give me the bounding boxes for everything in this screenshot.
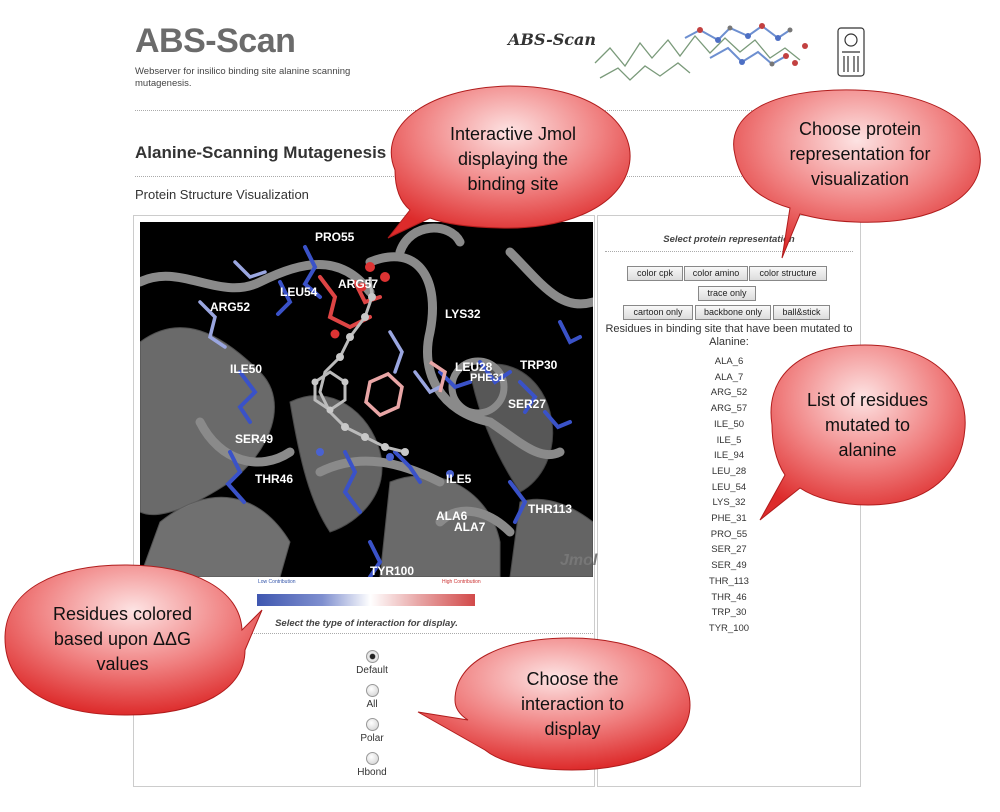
callout-representation-text: Choose protein representation for visual… [789,118,931,189]
section-title: Alanine-Scanning Mutagenesis [135,143,387,162]
callout-jmol-text: Interactive Jmol displaying the binding … [449,123,577,194]
callout-jmol-bubble [387,85,631,239]
residue-label: ARG57 [338,277,379,291]
color-structure-button[interactable]: color structure [749,266,827,281]
legend-high-label: High Contribution [442,579,481,585]
radio-label: Polar [360,733,384,744]
callout-colored-bubble [4,564,263,716]
trace-only-button[interactable]: trace only [698,286,756,301]
interaction-divider [140,633,593,634]
residue-list-item: ILE_94 [713,450,745,462]
residue-label: PRO55 [315,230,355,244]
institution-emblem-icon [837,27,865,77]
residue-list-item: ARG_52 [710,387,748,399]
residue-label: ARG52 [210,300,251,314]
visualization-label: Protein Structure Visualization [135,187,309,202]
radio-unchecked-icon[interactable] [365,684,379,697]
residue-list-item: PHE_31 [711,513,747,525]
cartoon-only-button[interactable]: cartoon only [623,305,693,320]
legend-low-label: Low Contribution [258,579,296,585]
residue-label: TRP30 [520,358,558,372]
residue-label: SER49 [235,432,274,446]
residue-list-item: THR_113 [709,575,749,587]
residue-list-item: LEU_28 [711,465,747,477]
callout-residues-text: List of residues mutated to alanine [806,389,929,460]
protein-banner-image [594,23,865,81]
callout-residues-bubble [759,344,966,521]
site-title: ABS-Scan [135,22,296,60]
mutated-residue-list: ALA_6 ALA_7 ARG_52 ARG_57 ILE_50 ILE_5 I… [598,354,860,637]
site-subtitle: Webserver for insilico binding site alan… [135,66,351,89]
radio-label: Default [356,665,388,676]
radio-all[interactable]: All [342,684,402,710]
residue-list-item: ILE_50 [713,418,745,430]
residue-list-item: LYS_32 [712,497,746,509]
representation-divider [605,251,853,252]
mutated-residues-heading: Residues in binding site that have been … [605,323,853,348]
residue-list-item: ALA_7 [714,371,744,383]
callout-colored-text: Residues colored based upon ΔΔG values [52,604,193,674]
radio-hbond[interactable]: Hbond [342,752,402,778]
residue-label: ILE5 [446,472,472,486]
molecule-render [140,223,593,577]
jmol-viewer[interactable]: PRO55 ARG57 LEU54 ARG52 LYS32 LEU28 PHE3… [140,222,593,577]
residue-list-item: THR_46 [711,591,747,603]
residue-list-item: ARG_57 [710,403,748,415]
callout-representation-bubble [733,89,981,259]
color-cpk-button[interactable]: color cpk [627,266,683,281]
residue-list-item: LEU_54 [711,481,747,493]
residue-label: THR46 [255,472,294,486]
radio-label: All [366,699,378,710]
jmol-watermark: Jmol [560,552,598,569]
residue-label: LEU54 [280,285,318,299]
residue-label: LEU28 [455,360,493,374]
callout-interaction-text: Choose the interaction to display [520,668,625,739]
residue-list-item: ILE_5 [716,434,742,446]
radio-checked-icon[interactable] [365,650,379,663]
logo-text: ABS-Scan [508,30,597,49]
representation-label: Select protein representation [663,234,795,245]
residue-label: ALA6 [436,509,468,523]
residue-label: SER27 [508,397,547,411]
ball-and-stick-button[interactable]: ball&stick [773,305,830,320]
callout-interaction-bubble [417,637,691,771]
residue-label: ALA7 [454,520,486,534]
residue-label: ILE50 [230,362,263,376]
residue-label: TYR100 [370,564,415,577]
radio-polar[interactable]: Polar [342,718,402,744]
radio-label: Hbond [357,767,387,778]
residue-list-item: SER_49 [711,560,747,572]
residue-label: PHE31 [470,372,505,384]
residue-list-item: TYR_100 [708,622,750,634]
color-amino-button[interactable]: color amino [684,266,748,281]
residue-list-item: PRO_55 [710,528,748,540]
radio-default[interactable]: Default [342,650,402,676]
residue-list-item: SER_27 [711,544,747,556]
residue-label: LYS32 [445,307,481,321]
residue-list-item: ALA_6 [714,356,744,367]
radio-unchecked-icon[interactable] [365,752,379,765]
residue-list-item: TRP_30 [711,607,747,619]
contribution-color-scale [257,594,475,606]
radio-unchecked-icon[interactable] [365,718,379,731]
backbone-only-button[interactable]: backbone only [695,305,771,320]
interaction-label: Select the type of interaction for displ… [275,618,458,629]
residue-label: THR113 [528,502,573,516]
